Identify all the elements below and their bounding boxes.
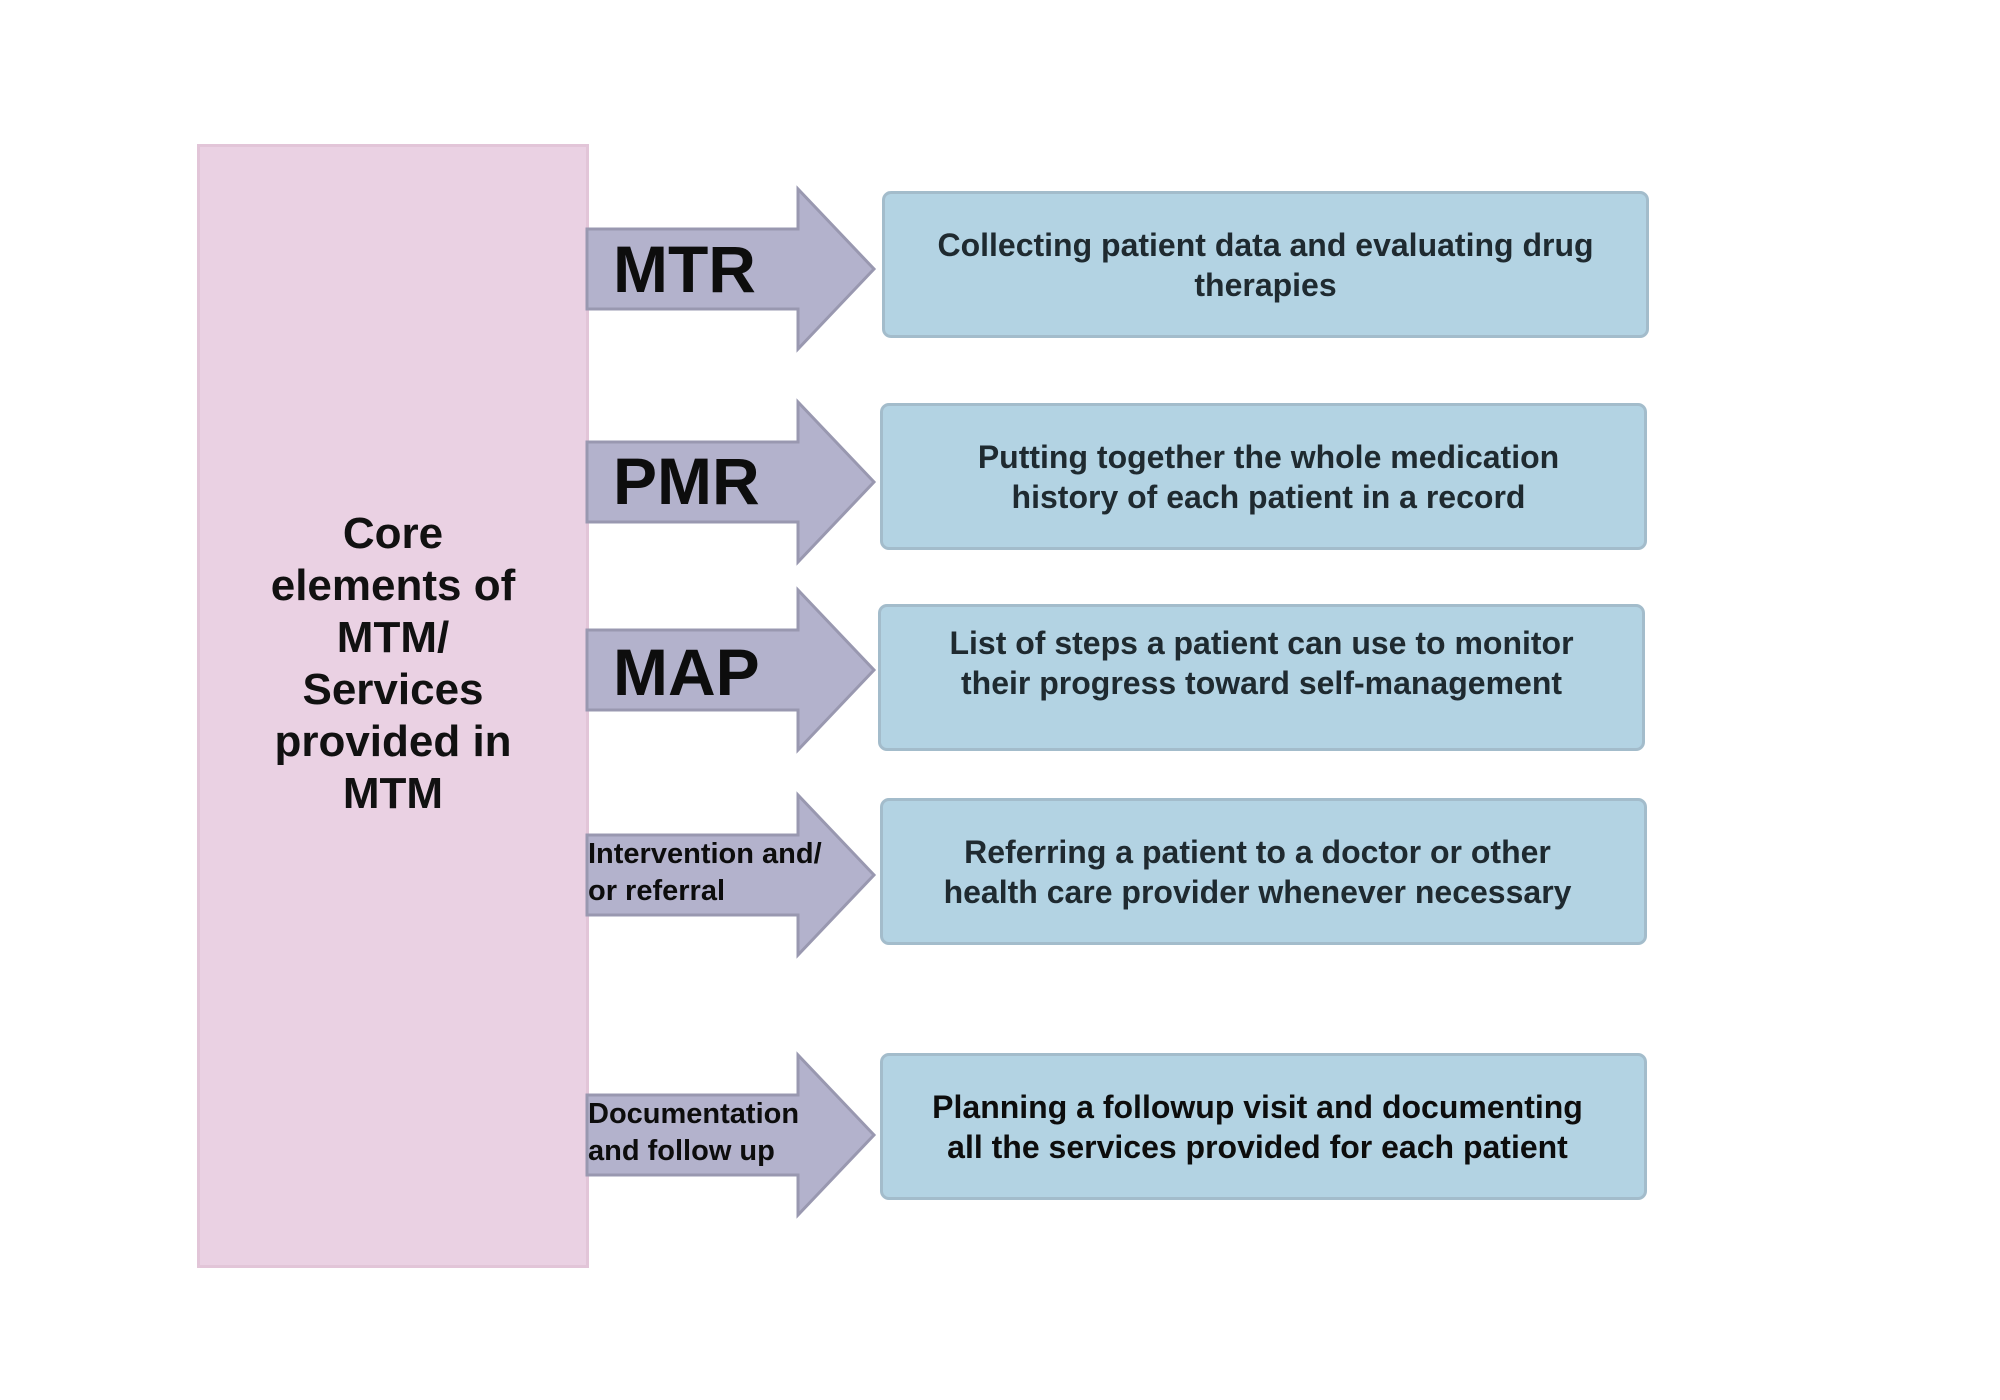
arrow-mtr: MTR: [585, 185, 877, 353]
arrow-mtr-shape: [585, 185, 877, 353]
core-elements-label: Core elements of MTM/ Services provided …: [270, 508, 516, 818]
arrow-label-intervention-referral: Intervention and/ or referral: [588, 838, 822, 907]
description-box-intervention-referral: Referring a patient to a doctor or other…: [880, 798, 1647, 945]
description-box-mtr: Collecting patient data and evaluating d…: [882, 191, 1649, 338]
arrow-pmr: PMR: [585, 398, 877, 566]
description-box-map: List of steps a patient can use to monit…: [878, 604, 1645, 751]
description-box-pmr: Putting together the whole medication hi…: [880, 403, 1647, 550]
arrow-label-map: MAP: [613, 635, 760, 709]
arrow-map: MAP: [585, 586, 877, 754]
arrow-documentation-follow-up: Documentation and follow up: [585, 1051, 877, 1219]
description-text-intervention-referral: Referring a patient to a doctor or other…: [943, 833, 1572, 910]
arrow-pmr-shape: [585, 398, 877, 566]
description-text-documentation-follow-up: Planning a followup visit and documentin…: [932, 1088, 1583, 1165]
description-text-pmr: Putting together the whole medication hi…: [977, 438, 1560, 515]
arrow-intervention-referral-shape: [585, 791, 877, 959]
arrow-map-shape: [585, 586, 877, 754]
core-elements-box: Core elements of MTM/ Services provided …: [197, 144, 589, 1268]
description-text-mtr: Collecting patient data and evaluating d…: [937, 226, 1594, 303]
arrow-label-pmr: PMR: [613, 444, 760, 518]
description-text-map: List of steps a patient can use to monit…: [949, 625, 1574, 701]
arrow-label-mtr: MTR: [613, 232, 756, 306]
arrow-documentation-follow-up-shape: [585, 1051, 877, 1219]
description-box-documentation-follow-up: Planning a followup visit and documentin…: [880, 1053, 1647, 1200]
arrow-label-documentation-follow-up: Documentation and follow up: [588, 1098, 800, 1167]
arrow-intervention-referral: Intervention and/ or referral: [585, 791, 877, 959]
